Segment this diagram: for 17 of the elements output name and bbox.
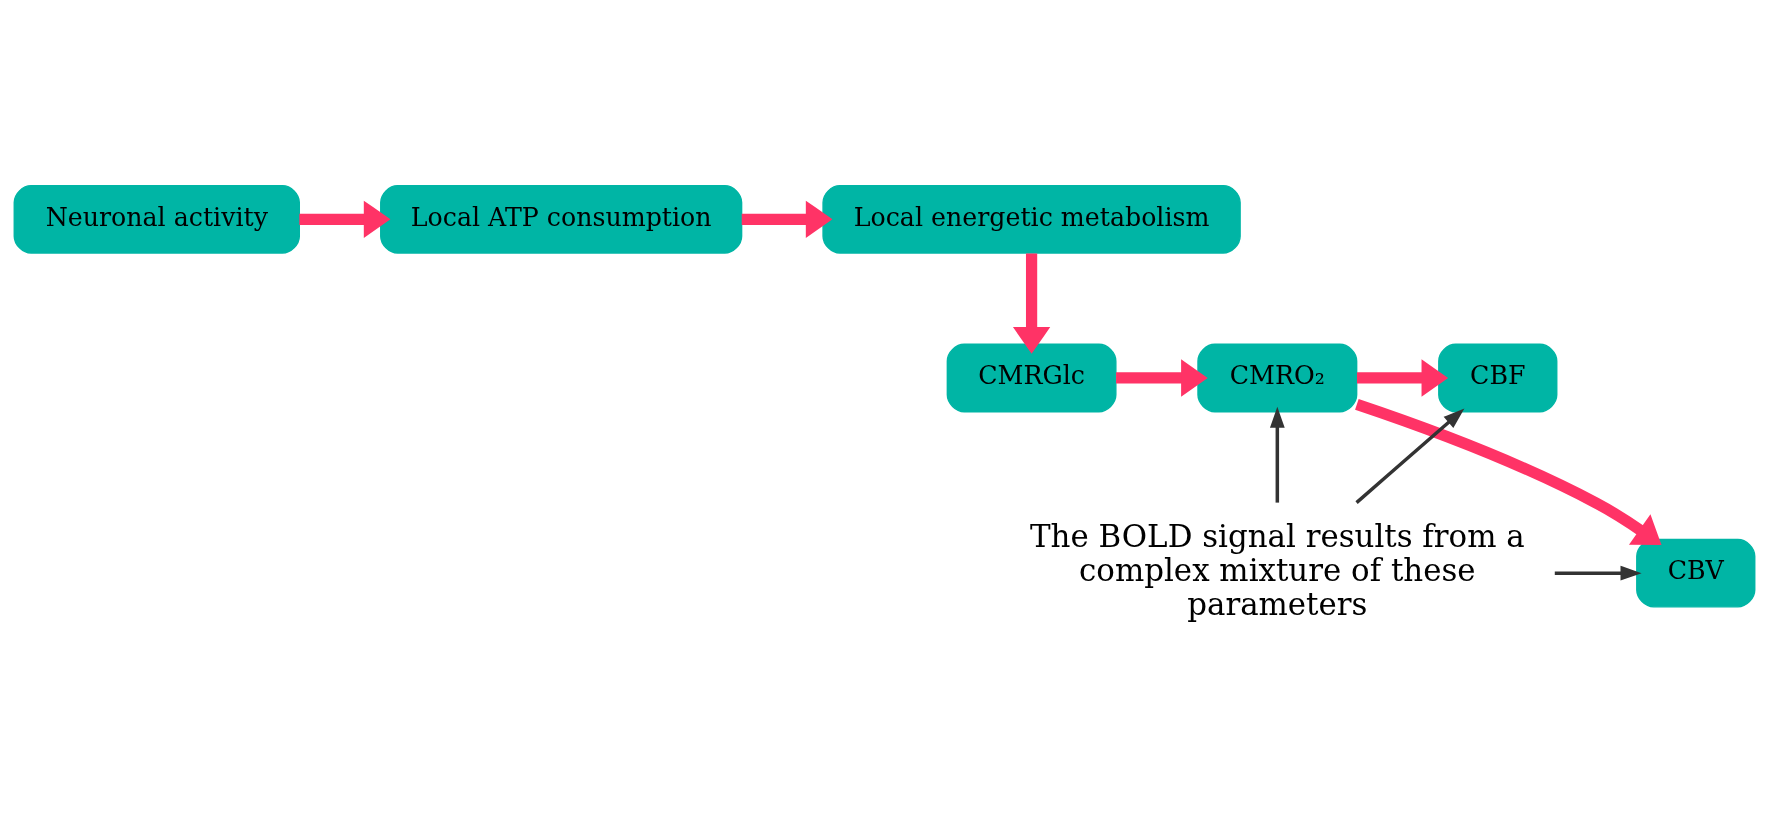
node-box: Neuronal activity — [13, 184, 300, 254]
arrow — [299, 200, 391, 238]
arrow — [1355, 408, 1465, 504]
node-box: Local ATP consumption — [380, 184, 743, 254]
arrow — [1554, 565, 1642, 581]
node-box: Local energetic metabolism — [822, 184, 1241, 254]
arrow — [1012, 253, 1051, 354]
node-box: CBV — [1636, 538, 1756, 608]
node-box: CMRO₂ — [1197, 343, 1358, 413]
node-text: The BOLD signal results from a complex mixture of these parameters — [1029, 518, 1525, 622]
arrow — [1269, 406, 1285, 503]
arrow — [1116, 359, 1208, 397]
node-box: CBF — [1438, 343, 1558, 413]
arrow — [1357, 359, 1449, 397]
node-box: CMRGlc — [946, 343, 1117, 413]
arrow — [741, 200, 833, 238]
arrow — [1355, 399, 1662, 545]
